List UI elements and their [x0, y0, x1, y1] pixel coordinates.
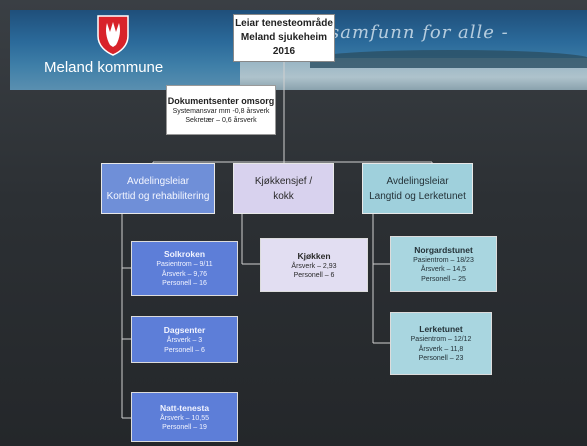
unit-dagsenter: Dagsenter Årsverk – 3 Personell – 6 — [131, 316, 238, 363]
slogan-text: samfunn for alle - — [330, 22, 509, 43]
title-line: Meland sjukeheim — [240, 32, 328, 43]
unit-line: Pasientrom – 18/23 — [413, 256, 474, 264]
unit-title: Kjøkken — [297, 250, 331, 261]
dept-line: Avdelingsleiar — [386, 175, 449, 187]
unit-natt-tenesta: Natt-tenesta Årsverk – 10,55 Personell –… — [131, 392, 238, 442]
unit-norgardstunet: Norgardstunet Pasientrom – 18/23 Årsverk… — [390, 236, 497, 292]
dept-line: Kjøkkensjef / — [254, 175, 313, 187]
unit-kjokken: Kjøkken Årsverk – 2,93 Personell – 6 — [260, 238, 368, 292]
dept-kitchen-chief: Kjøkkensjef / kokk — [233, 163, 334, 214]
dept-short-term: Avdelingsleiar Korttid og rehabilitering — [101, 163, 215, 214]
unit-solkroken: Solkroken Pasientrom – 9/11 Årsverk – 9,… — [131, 241, 238, 296]
brand-name: Meland kommune — [44, 59, 164, 76]
unit-title: Lerketunet — [419, 324, 463, 335]
dept-line: kokk — [273, 190, 294, 202]
unit-line: Årsverk – 10,55 — [159, 414, 210, 422]
dept-line: Langtid og Lerketunet — [369, 190, 466, 202]
unit-title: Solkroken — [163, 249, 206, 260]
hills-band — [310, 50, 587, 68]
doc-center-line: Systemansvar mm -0,8 årsverk — [172, 108, 270, 115]
unit-line: Personell – 6 — [293, 272, 335, 279]
doc-center-line: Sekretær – 0,6 årsverk — [185, 117, 257, 124]
unit-line: Personell – 25 — [421, 275, 466, 283]
unit-lerketunet: Lerketunet Pasientrom – 12/12 Årsverk – … — [390, 312, 492, 375]
unit-line: Årsverk – 14,5 — [420, 266, 467, 274]
title-box: Leiar tenesteområde Meland sjukeheim 201… — [233, 14, 335, 62]
unit-title: Norgardstunet — [414, 244, 473, 255]
doc-center-title: Dokumentsenter omsorg — [167, 96, 275, 106]
unit-line: Personell – 6 — [164, 346, 205, 354]
unit-line: Personell – 16 — [162, 280, 207, 288]
unit-line: Pasientrom – 12/12 — [410, 336, 472, 344]
unit-line: Årsverk – 11,8 — [418, 345, 464, 353]
shield-icon — [97, 15, 129, 56]
unit-title: Dagsenter — [163, 325, 206, 335]
unit-line: Årsverk – 3 — [166, 337, 203, 344]
doc-center-box: Dokumentsenter omsorg Systemansvar mm -0… — [166, 85, 276, 135]
dept-line: Korttid og rehabilitering — [106, 190, 210, 202]
unit-title: Natt-tenesta — [159, 402, 210, 413]
dept-long-term: Avdelingsleiar Langtid og Lerketunet — [362, 163, 473, 214]
unit-line: Personell – 19 — [162, 424, 207, 431]
dept-line: Avdelingsleiar — [126, 175, 190, 187]
title-line: 2016 — [272, 46, 296, 57]
unit-line: Årsverk – 9,76 — [161, 270, 208, 278]
unit-line: Personell – 23 — [418, 355, 464, 363]
unit-line: Årsverk – 2,93 — [291, 262, 337, 270]
unit-line: Pasientrom – 9/11 — [156, 261, 213, 269]
title-line: Leiar tenesteområde — [235, 18, 333, 29]
